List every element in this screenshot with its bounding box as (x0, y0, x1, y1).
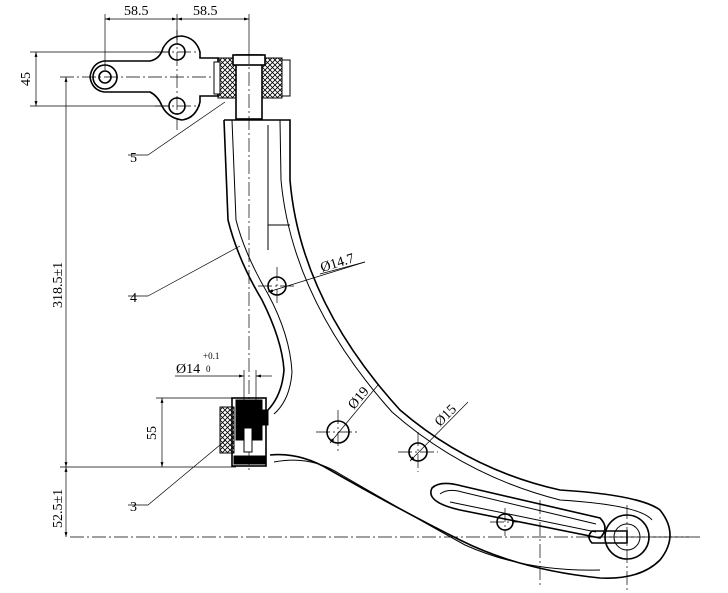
lower-bushing (219, 397, 269, 467)
dim-14-lower-tol: 0 (206, 364, 211, 374)
dim-14-label: Ø14 (176, 362, 200, 377)
dim-55-label: 55 (145, 426, 160, 440)
dim-318-label: 318.5±1 (51, 262, 66, 308)
upper-bracket (60, 30, 220, 130)
dimension-lines (30, 14, 469, 537)
dim-45-label: 45 (19, 72, 34, 86)
dim-14-7-label: Ø14.7 (319, 251, 356, 275)
dim-15-label: Ø15 (432, 402, 460, 430)
dim-19-label: Ø19 (346, 384, 373, 412)
control-arm (70, 119, 700, 590)
upper-bushing (213, 50, 291, 470)
part-label-4: 4 (130, 291, 137, 306)
dim-top-right-label: 58.5 (193, 4, 218, 19)
dim-top-left-label: 58.5 (124, 4, 149, 19)
dim-52-label: 52.5±1 (51, 489, 66, 528)
dim-14-upper-tol: +0.1 (203, 351, 219, 361)
part-label-3: 3 (130, 500, 137, 515)
part-label-5: 5 (130, 151, 137, 166)
